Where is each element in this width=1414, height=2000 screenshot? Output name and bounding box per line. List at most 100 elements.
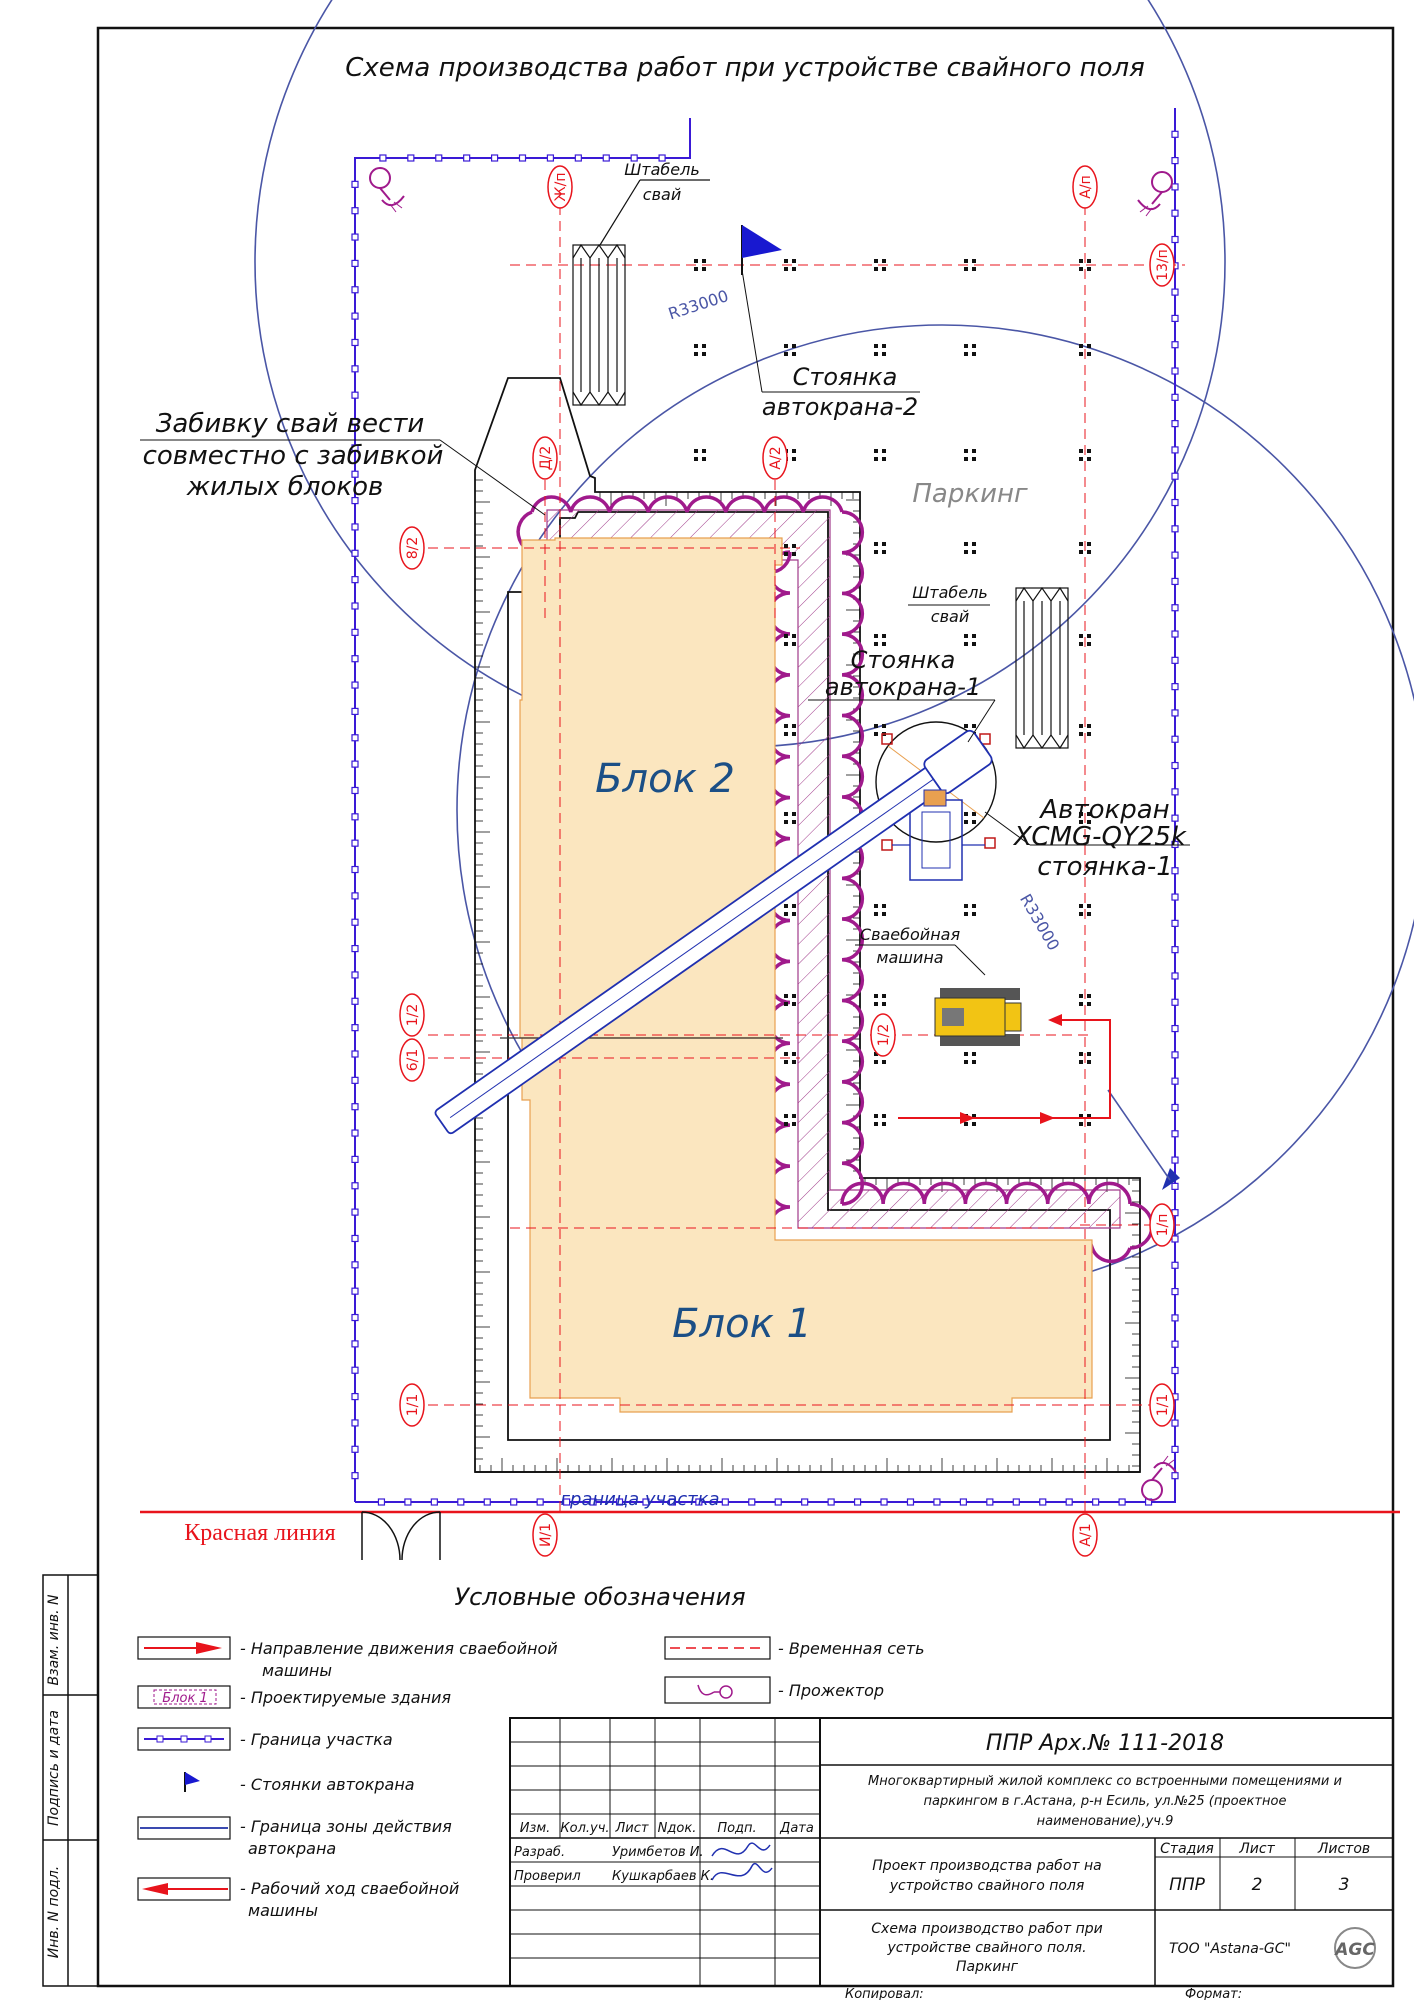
boundary-marker <box>1171 1051 1179 1059</box>
stamp-col-koluch: Кол.уч. <box>560 1821 609 1836</box>
note-line-3: жилых блоков <box>186 472 384 502</box>
boundary-marker <box>351 1313 359 1322</box>
block-1-label: Блок 1 <box>672 1301 812 1347</box>
boundary-marker <box>351 971 359 979</box>
boundary-marker <box>1171 314 1179 323</box>
boundary-marker <box>602 154 610 162</box>
boundary-marker <box>351 1129 359 1137</box>
pile-stack-1 <box>572 179 710 407</box>
boundary-label: граница участка <box>561 1489 720 1510</box>
boundary-marker <box>1171 130 1179 138</box>
boundary-marker <box>351 1261 359 1269</box>
crane-model-label: Автокран <box>1038 795 1169 825</box>
boundary-marker <box>1171 656 1179 664</box>
svg-text:1/2: 1/2 <box>876 1024 892 1047</box>
boundary-marker <box>351 259 359 268</box>
boundary-marker <box>1012 1498 1020 1506</box>
boundary-marker <box>518 154 527 162</box>
building-block-1 <box>521 1037 1093 1413</box>
boundary-marker <box>430 1498 438 1506</box>
boundary-marker <box>1171 683 1179 691</box>
stamp-listov-value: 3 <box>1339 1875 1350 1895</box>
stamp-project-1: Проект производства работ на <box>872 1858 1101 1874</box>
svg-text:А/2: А/2 <box>768 446 784 469</box>
boundary-marker <box>1171 1366 1179 1375</box>
pile-point <box>1079 904 1091 916</box>
pile-point <box>694 344 706 356</box>
axis-marker-1-2-left: 1/2 <box>399 993 425 1037</box>
axis-marker-a1: А/1 <box>1072 1513 1098 1557</box>
svg-text:1/1: 1/1 <box>1155 1394 1171 1417</box>
title-block <box>509 1717 1394 1987</box>
pile-point <box>1079 259 1091 271</box>
boundary-marker <box>457 1498 465 1506</box>
pile-point <box>874 904 886 916</box>
boundary-marker <box>351 312 359 320</box>
pile-point <box>1079 994 1091 1006</box>
boundary-marker <box>1171 946 1179 954</box>
boundary-marker <box>748 1498 756 1506</box>
signature-2 <box>711 1863 773 1881</box>
boundary-marker <box>1171 604 1179 612</box>
pile-point <box>784 904 796 916</box>
boundary-marker <box>1171 420 1179 428</box>
boundary-marker <box>1171 157 1179 165</box>
floodlight-icon-2 <box>1137 171 1173 217</box>
boundary-marker <box>351 365 359 373</box>
boundary-marker <box>483 1498 491 1506</box>
svg-text:6/1: 6/1 <box>405 1049 421 1072</box>
side-label-inv: Инв. N подл. <box>46 1866 62 1959</box>
legend-plot-boundary: - Граница участка <box>137 1727 393 1751</box>
boundary-marker <box>351 549 359 557</box>
svg-text:13/п: 13/п <box>1155 249 1171 281</box>
boundary-marker <box>1171 1103 1179 1112</box>
axis-marker-zh: Ж/п <box>547 165 573 209</box>
stamp-col-ndok: Nдок. <box>658 1821 697 1836</box>
boundary-marker <box>658 154 666 162</box>
boundary-marker <box>351 444 359 452</box>
legend-title: Условные обозначения <box>454 1583 745 1611</box>
boundary-marker <box>351 338 359 347</box>
pile-point <box>874 449 886 461</box>
boundary-marker <box>546 154 555 162</box>
stamp-col-data: Дата <box>779 1821 814 1836</box>
autocrane-xcmg <box>434 721 1190 1135</box>
boundary-marker <box>774 1498 782 1506</box>
svg-text:- Проектируемые здания: - Проектируемые здания <box>240 1688 451 1707</box>
stamp-razrab-name: Уримбетов И. <box>612 1845 704 1860</box>
boundary-marker <box>351 233 359 241</box>
boundary-marker <box>1171 1314 1179 1322</box>
pile-point <box>964 344 976 356</box>
axis-marker-6-1: 6/1 <box>399 1038 425 1082</box>
radius-label-1: R33000 <box>666 286 731 323</box>
boundary-marker <box>906 1498 915 1506</box>
boundary-marker <box>1171 498 1179 507</box>
boundary-marker <box>695 1498 703 1506</box>
stamp-project-2: устройство свайного поля <box>889 1878 1085 1894</box>
boundary-marker <box>351 892 359 900</box>
legend-floodlight: - Прожектор <box>664 1676 884 1704</box>
boundary-marker <box>933 1498 941 1506</box>
boundary-marker <box>853 1498 862 1506</box>
company-logo: AGC <box>1333 1927 1376 1969</box>
boundary-marker <box>510 1498 518 1506</box>
boundary-marker <box>351 1103 359 1111</box>
note-line-2: совместно с забивкой <box>143 441 444 471</box>
svg-text:И/1: И/1 <box>538 1523 554 1547</box>
boundary-marker <box>351 576 359 584</box>
boundary-marker <box>615 1498 624 1506</box>
pile-point <box>784 1052 796 1064</box>
boundary-marker <box>1171 735 1179 743</box>
svg-text:- Граница участка: - Граница участка <box>240 1730 393 1749</box>
stamp-object-1: Многоквартирный жилой комплекс со встрое… <box>868 1774 1342 1789</box>
pile-point <box>874 1114 886 1126</box>
boundary-marker <box>1171 1077 1179 1085</box>
boundary-marker <box>1171 1130 1179 1138</box>
stamp-col-list: Лист <box>615 1821 649 1836</box>
axis-marker-1-1-right: 1/1 <box>1149 1383 1175 1427</box>
pile-point <box>784 634 796 646</box>
boundary-marker <box>1171 1024 1179 1033</box>
stamp-stadia-value: ППР <box>1169 1875 1206 1895</box>
crane-parking-2-label: Стоянка <box>793 363 898 391</box>
boundary-marker <box>1092 1498 1100 1506</box>
